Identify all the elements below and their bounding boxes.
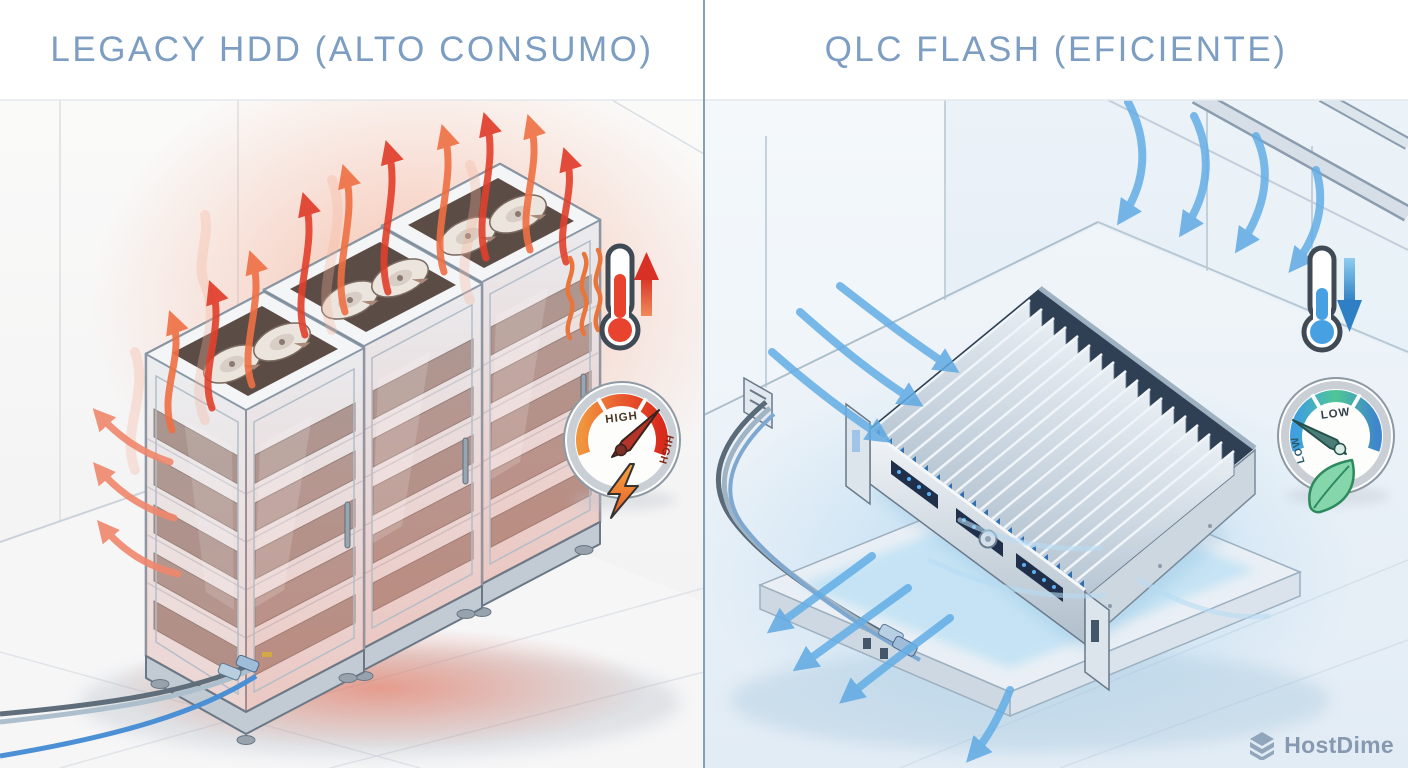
lightning-bolt-icon <box>607 463 639 519</box>
floor-cables-left <box>0 652 272 759</box>
left-scene: HIGH HIGH <box>0 50 750 768</box>
gauge-needle-low <box>1292 419 1347 455</box>
side-exhaust-arrows <box>92 408 182 578</box>
right-panel-title: QLC FLASH (EFICIENTE) <box>824 30 1288 69</box>
airflow-waves <box>927 517 1271 620</box>
ceiling-beams <box>1004 88 1408 251</box>
left-panel-title: LEGACY HDD (ALTO CONSUMO) <box>50 30 654 69</box>
hot-thermometer-icon <box>565 243 659 351</box>
airflow-arrows <box>766 98 1325 763</box>
qlc-flash-array <box>845 285 1257 692</box>
heat-arrows <box>164 112 583 434</box>
power-gauge-low: LOW LOW <box>1277 377 1395 514</box>
gauge-high-top-label: HIGH <box>605 410 639 426</box>
panel-divider <box>703 0 705 768</box>
gauge-low-top-label: LOW <box>1320 406 1351 422</box>
layers-icon <box>1250 732 1275 760</box>
heat-shimmer <box>125 160 481 475</box>
leaf-icon <box>1308 458 1355 514</box>
right-scene: LOW LOW <box>700 88 1408 768</box>
brand-text: HostDime <box>1284 731 1394 758</box>
power-gauge-high: HIGH HIGH <box>563 381 681 519</box>
cool-thermometer-icon <box>1301 245 1362 353</box>
hostdime-logo: HostDime <box>1247 730 1394 760</box>
